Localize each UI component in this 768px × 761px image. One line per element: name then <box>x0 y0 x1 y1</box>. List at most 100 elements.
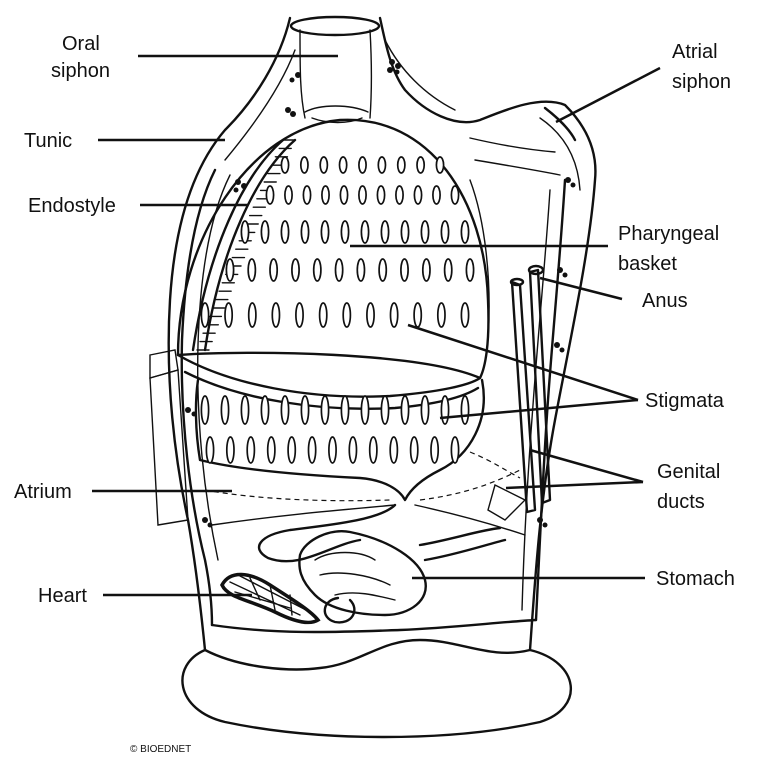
basket-right-edge <box>469 179 490 341</box>
label-oral-siphon-line1: Oral <box>62 33 100 55</box>
mantle-wall <box>149 168 567 634</box>
stigma-slit <box>440 220 450 244</box>
stigmata-leader-1 <box>407 323 639 402</box>
leader-lines <box>92 54 661 597</box>
stigma-slit <box>291 258 300 282</box>
label-pharyngeal-basket-line2: basket <box>618 253 677 275</box>
stigma-slit <box>460 395 470 425</box>
stigma-slit <box>269 258 279 282</box>
genital-ducts-leader-1 <box>529 448 644 484</box>
stigma-slit <box>321 185 330 205</box>
stigma-slit <box>356 258 366 282</box>
stigma-slit <box>247 258 257 282</box>
anus-leader <box>539 276 623 301</box>
stigma-slit <box>389 302 399 328</box>
stigma-slit <box>435 156 445 174</box>
stigma-slit <box>340 220 350 244</box>
stigma-slit <box>358 156 367 174</box>
stigma-slit <box>396 156 406 174</box>
stigma-slit <box>247 302 257 328</box>
stigma-slit <box>284 185 293 205</box>
stigma-slit <box>368 436 378 464</box>
stigma-slit <box>465 258 475 282</box>
stigma-slit <box>432 185 441 205</box>
stigma-slit <box>339 185 349 205</box>
stigma-slit <box>266 436 276 464</box>
stigma-slit <box>358 185 367 205</box>
stigma-slit <box>376 185 386 205</box>
stigma-slit <box>342 302 352 328</box>
stigma-slit <box>260 220 270 244</box>
stigma-slit <box>436 302 446 328</box>
stigma-slit <box>240 395 250 425</box>
stigma-slit <box>460 302 470 328</box>
stigma-slit <box>400 258 409 282</box>
stigmata-leader-2 <box>439 398 639 420</box>
label-tunic: Tunic <box>24 130 72 152</box>
stigma-slit <box>440 395 450 425</box>
label-stomach: Stomach <box>656 568 735 590</box>
stigma-slit <box>328 436 337 464</box>
stigma-slit <box>205 436 215 464</box>
stigma-slit <box>377 156 387 174</box>
stigma-slit <box>295 302 304 328</box>
stigma-slit <box>416 156 426 174</box>
stigma-slit <box>366 302 375 328</box>
stigma-slit <box>246 436 256 464</box>
stigma-slit <box>260 395 270 425</box>
stigma-slit <box>224 302 234 328</box>
atrium-boundaries <box>204 451 526 536</box>
stigma-slit <box>225 258 235 282</box>
credit-text: © BIOEDNET <box>130 744 191 755</box>
stigma-slit <box>338 156 348 174</box>
label-genital-ducts-line2: ducts <box>657 491 705 513</box>
stigma-slit <box>319 156 329 174</box>
intestine-tubes <box>487 264 552 521</box>
heart-organ <box>220 572 321 625</box>
stigma-slit <box>265 185 275 205</box>
stigma-slit <box>420 395 430 425</box>
label-endostyle: Endostyle <box>28 195 116 217</box>
label-heart: Heart <box>38 585 87 607</box>
stigma-slit <box>420 220 430 244</box>
stigma-slit <box>450 185 460 205</box>
stigma-slit <box>300 395 310 425</box>
label-genital-ducts-line1: Genital <box>657 461 720 483</box>
atrial-siphon-shape <box>469 106 577 176</box>
stigma-slit <box>360 395 370 425</box>
stigma-slit <box>280 156 290 174</box>
genital-ducts-leader-2 <box>505 480 644 490</box>
stigma-slit <box>318 302 328 328</box>
stigma-slit <box>307 436 317 464</box>
label-stigmata: Stigmata <box>645 390 725 412</box>
stigma-slit <box>450 436 460 464</box>
stigma-slit <box>421 258 431 282</box>
stigma-slit <box>378 258 388 282</box>
stigma-slit <box>460 220 470 244</box>
atrial-siphon-leader <box>555 66 661 124</box>
label-oral-siphon-line2: siphon <box>51 60 110 82</box>
gonad-dots <box>185 59 576 528</box>
stigma-slit <box>443 258 453 282</box>
stigma-slit <box>400 220 410 244</box>
stigma-slit <box>348 436 358 464</box>
stigma-slit <box>300 220 310 244</box>
stigma-slit <box>299 156 309 174</box>
stigma-slit <box>413 302 423 328</box>
stigma-slit <box>409 436 419 464</box>
label-atrial-siphon-line1: Atrial <box>672 41 718 63</box>
stigma-slit <box>380 395 390 425</box>
stigma-slit <box>302 185 312 205</box>
label-atrial-siphon-line2: siphon <box>672 71 731 93</box>
stigma-slit <box>360 220 370 244</box>
stigma-slit <box>380 220 390 244</box>
stigma-slit <box>400 395 410 425</box>
stigma-slit <box>320 395 330 425</box>
stigma-slit <box>225 436 235 464</box>
stigma-slit <box>389 436 399 464</box>
label-anus: Anus <box>642 290 688 312</box>
stigma-slit <box>430 436 440 464</box>
stigma-slit <box>312 258 322 282</box>
stigma-slit <box>240 220 250 244</box>
